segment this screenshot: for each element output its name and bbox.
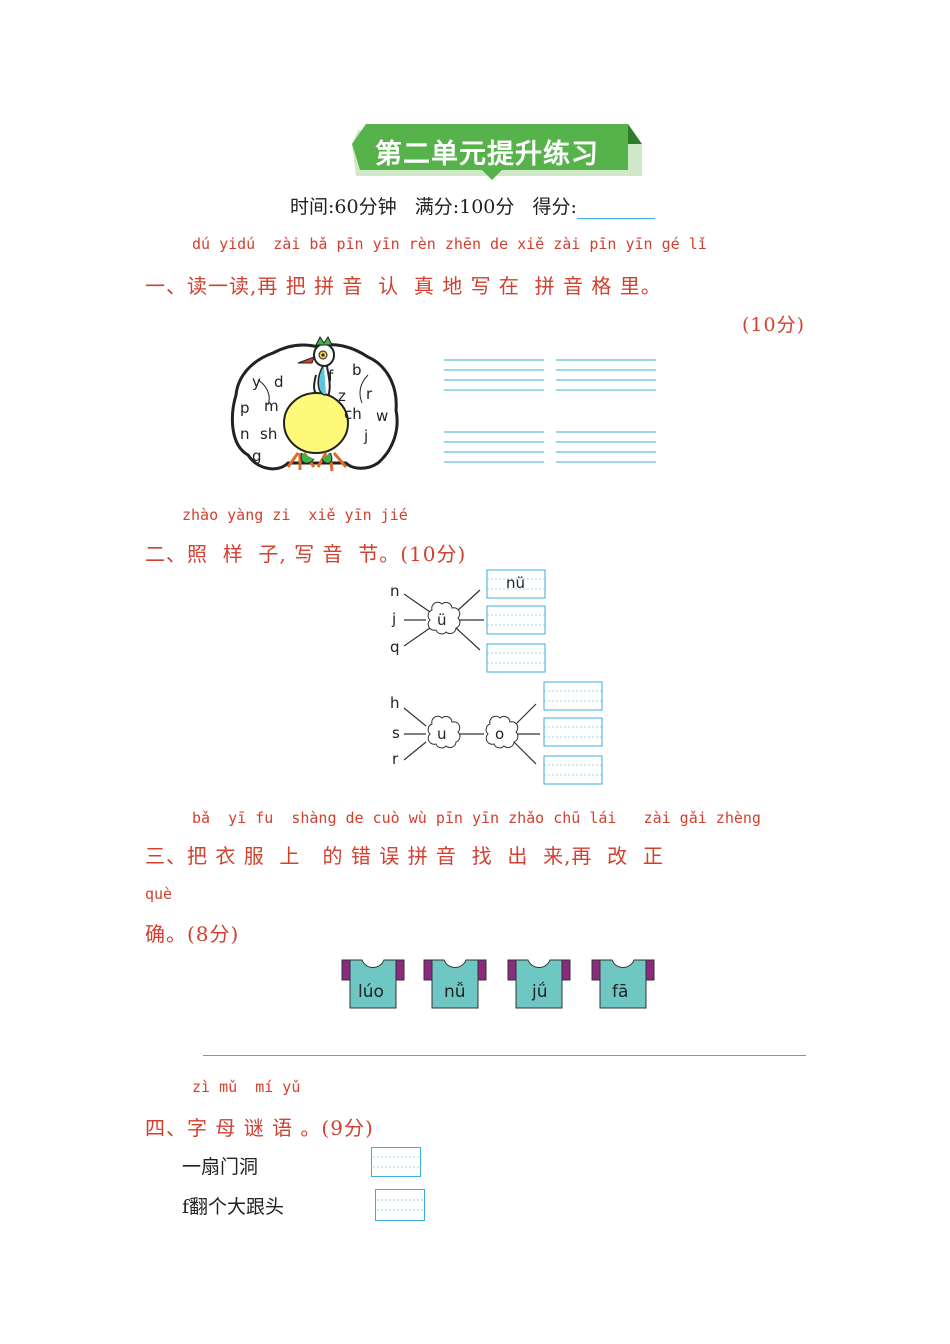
score-label: 得分: [532, 196, 577, 218]
pinyin-grid[interactable] [444, 358, 656, 470]
peacock-letter: p [240, 399, 250, 417]
peacock-letter: b [352, 361, 362, 379]
peacock-letter: g [252, 447, 262, 465]
shirt-syllable[interactable]: fā [612, 982, 629, 1002]
syllable-diagram: n j q ü nü h s r u o [380, 566, 620, 796]
score-blank[interactable] [576, 200, 655, 219]
riddle-answer-box[interactable] [371, 1147, 421, 1181]
page-title: 第二单元提升练习 [375, 139, 599, 170]
peacock-letter: f [328, 367, 334, 385]
answer-line[interactable] [203, 1055, 806, 1056]
peacock-illustration: y d b f z r p m ch w n sh j g [228, 335, 403, 487]
q3-pinyin: bǎ yī fu shàng de cuò wù pīn yīn zhǎo ch… [192, 809, 761, 827]
peacock-letter: r [366, 385, 373, 403]
q1-points: (10分) [742, 314, 806, 336]
q3-pinyin2: què [145, 885, 173, 903]
peacock-letter: z [338, 387, 346, 405]
title-banner: 第二单元提升练习 [352, 124, 642, 180]
final-o: o [495, 725, 505, 743]
peacock-letter: m [264, 397, 279, 415]
peacock-letter: y [252, 373, 261, 391]
q4-pinyin: zì mǔ mí yǔ [192, 1078, 301, 1096]
riddle-1: 一扇门洞 [182, 1156, 259, 1178]
time-label: 时间:60分钟 [290, 196, 397, 218]
initial-letter: r [392, 750, 399, 768]
shirt-syllable[interactable]: nǚ [444, 982, 466, 1002]
example-syllable: nü [506, 574, 526, 592]
initial-letter: q [390, 638, 400, 656]
riddle-answer-box[interactable] [375, 1189, 425, 1225]
q2-text: 二、照 样 子, 写 音 节。(10分) [145, 542, 467, 566]
q3-text: 三、把 衣 服 上 的 错 误 拼 音 找 出 来,再 改 正 [145, 844, 664, 868]
initial-letter: h [390, 694, 400, 712]
peacock-letter: j [364, 427, 369, 445]
peacock-letter: sh [260, 425, 278, 443]
initial-letter: j [392, 610, 397, 628]
final-u: u [437, 725, 447, 743]
shirt-syllable[interactable]: lúo [358, 982, 384, 1002]
shirts-row: lúo nǚ jǘ fā [340, 958, 660, 1012]
shirt-syllable[interactable]: jǘ [532, 982, 548, 1002]
peacock-letter: ch [344, 405, 362, 423]
exam-meta: 时间:60分钟 满分:100分 得分: [290, 192, 655, 219]
q2-pinyin: zhào yàng zi xiě yīn jié [182, 506, 408, 524]
q1-pinyin: dú yidú zài bǎ pīn yīn rèn zhēn de xiě z… [192, 235, 707, 253]
q3-text2: 确。(8分) [145, 922, 240, 946]
q1-text: 一、读一读,再 把 拼 音 认 真 地 写 在 拼 音 格 里。 [145, 274, 662, 298]
peacock-letter: w [376, 407, 389, 425]
q4-text: 四、字 母 谜 语 。(9分) [145, 1116, 374, 1140]
final-u-umlaut: ü [437, 611, 447, 629]
full-score-label: 满分:100分 [414, 196, 515, 218]
initial-letter: s [392, 724, 400, 742]
peacock-letter: d [274, 373, 284, 391]
riddle-2: f翻个大跟头 [182, 1196, 285, 1218]
peacock-letter: n [240, 425, 250, 443]
initial-letter: n [390, 582, 400, 600]
